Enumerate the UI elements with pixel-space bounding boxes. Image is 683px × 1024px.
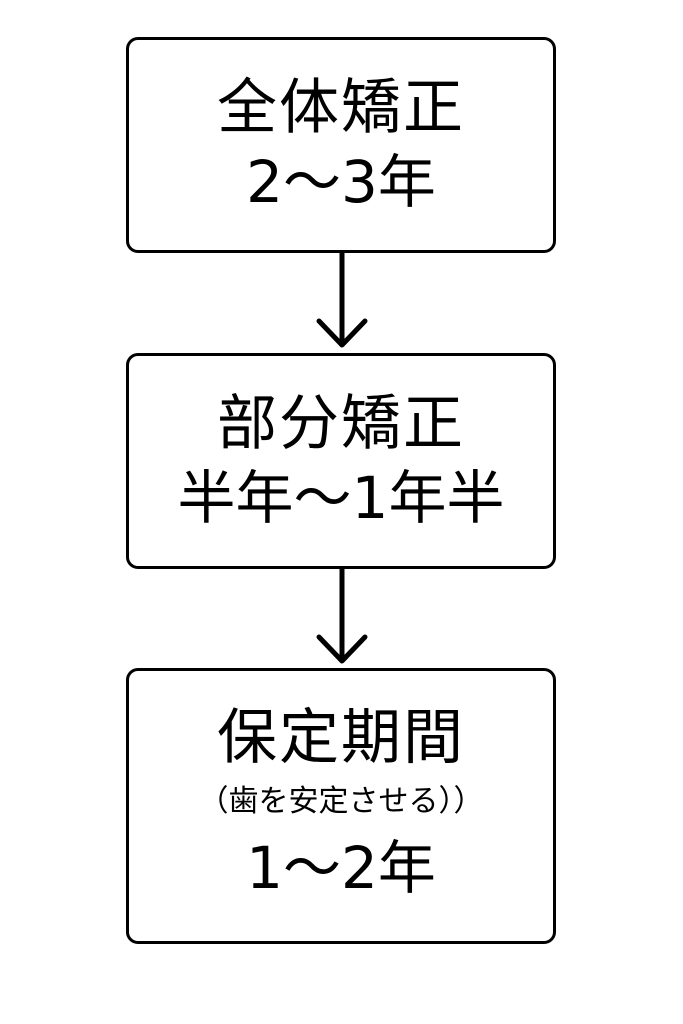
step-note: （歯を安定させる）） [198, 784, 484, 819]
step-duration: 2〜3年 [246, 148, 436, 216]
step-partial-orthodontics: 部分矯正 半年〜1年半 [126, 353, 556, 569]
step-title: 保定期間 [217, 703, 465, 773]
step-title: 全体矯正 [217, 73, 465, 143]
step-full-orthodontics: 全体矯正 2〜3年 [126, 37, 556, 253]
step-title: 部分矯正 [217, 389, 465, 459]
down-arrow-icon [316, 253, 368, 348]
step-duration: 半年〜1年半 [177, 464, 505, 532]
step-duration: 1〜2年 [246, 834, 436, 902]
step-retention-period: 保定期間 （歯を安定させる）） 1〜2年 [126, 668, 556, 944]
down-arrow-icon [316, 569, 368, 664]
